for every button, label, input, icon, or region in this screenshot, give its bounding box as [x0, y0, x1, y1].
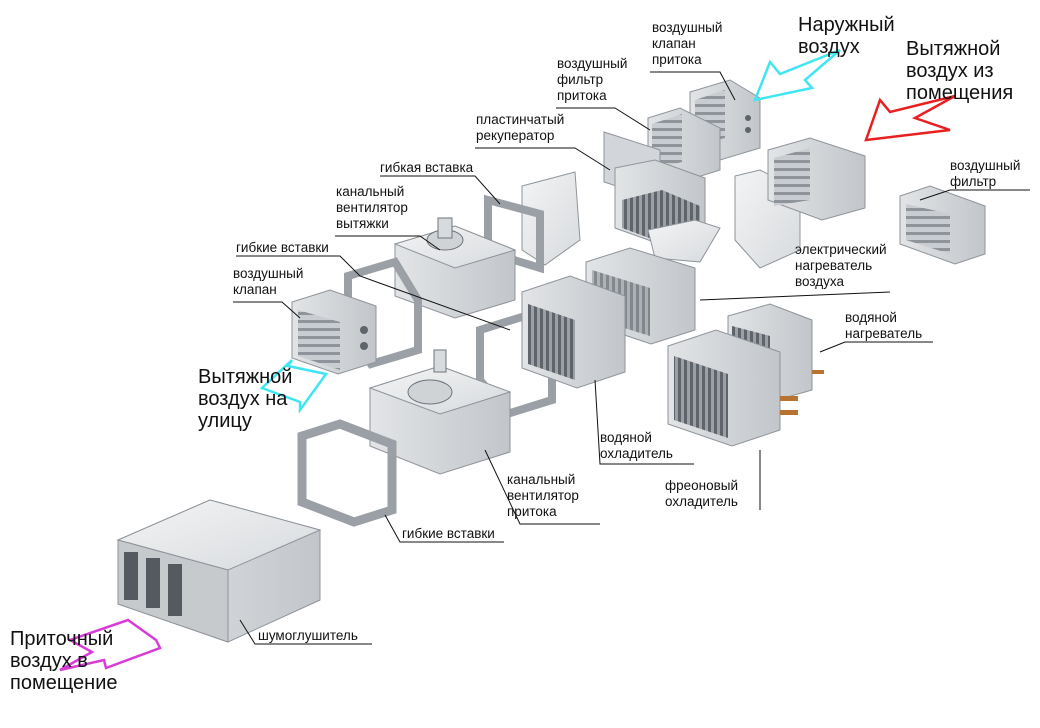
exhaust-air-filter-unit [767, 137, 866, 221]
freon-cooler-unit [667, 329, 798, 447]
air-filter-unit [899, 185, 986, 265]
flexible-inserts-top-label: гибкие вставки [236, 240, 329, 255]
exhaust-outside-arrow [259, 359, 329, 414]
supply-air-filter-label: воздушный фильтр притока [557, 56, 628, 103]
plate-recuperator-label: пластинчатый рекуператор [476, 112, 565, 143]
supply-to-room-label: Приточный воздух в помещение [10, 628, 118, 694]
leader-lines [233, 71, 1030, 645]
freon-cooler-label: фреоновый охладитель [665, 478, 739, 509]
exhaust-duct-fan-label: канальный вентилятор вытяжки [336, 184, 408, 231]
air-damper-label: воздушный клапан [233, 266, 304, 297]
silencer-label: шумоглушитель [258, 628, 358, 643]
exhaust-from-room-label: Вытяжной воздух из помещения [906, 38, 1014, 104]
supply-duct-fan-unit [368, 349, 512, 475]
flexible-inserts-bottom [297, 419, 397, 527]
flexible-inserts-bottom-label: гибкие вставки [402, 526, 495, 541]
supply-duct-fan-label: канальный вентилятор притока [507, 472, 579, 519]
water-cooler-unit [521, 275, 626, 389]
water-cooler-label: водяной охладитель [600, 430, 673, 461]
outdoor-air-arrow [752, 48, 841, 102]
water-heater-label: водяной нагреватель [845, 310, 923, 341]
flexible-insert-label: гибкая вставка [380, 160, 474, 175]
exhaust-from-room-arrow [864, 94, 956, 142]
supply-to-room-arrow [59, 618, 162, 672]
outdoor-air-label: Наружный воздух [798, 14, 895, 58]
air-filter-label: воздушный фильтр [950, 158, 1021, 189]
silencer-unit [116, 499, 322, 643]
flexible-insert-top [484, 194, 544, 274]
exhaust-outside-label: Вытяжной воздух на улицу [198, 366, 293, 432]
exhaust-duct-fan-unit [393, 217, 517, 319]
electric-heater-label: электрический нагреватель воздуха [795, 242, 887, 289]
air-damper-unit [291, 289, 377, 375]
supply-air-damper-label: воздушный клапан притока [652, 20, 723, 67]
